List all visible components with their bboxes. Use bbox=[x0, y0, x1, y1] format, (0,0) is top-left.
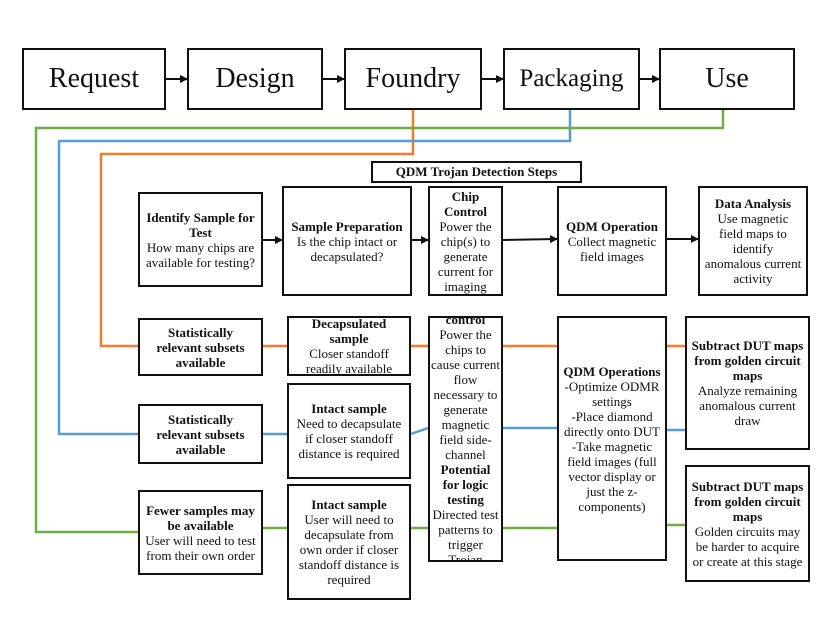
step-3-body: Power the chip(s) to generate current fo… bbox=[437, 218, 494, 294]
step-1-title: Identify Sample for Test bbox=[146, 209, 255, 240]
qdm-operation-item: -Optimize ODMR settings bbox=[564, 378, 660, 409]
step-4-body: Collect magnetic field images bbox=[567, 233, 657, 264]
packaging-samples-text: Statistically relevant subsets available bbox=[156, 411, 245, 457]
use-samples-body: User will need to test from their own or… bbox=[145, 532, 256, 563]
use-samples-title: Fewer samples may be available bbox=[146, 502, 255, 533]
design-box: Design bbox=[187, 48, 323, 110]
packaging-intact-sample-box: Intact sample Need to decapsulate if clo… bbox=[287, 383, 411, 479]
use-intact-body: User will need to decapsulate from own o… bbox=[298, 512, 400, 587]
step-qdm-operation-box: QDM Operation Collect magnetic field ima… bbox=[557, 186, 667, 296]
packaging-link-2 bbox=[410, 426, 429, 436]
analysis-box-2: Subtract DUT maps from golden circuit ma… bbox=[685, 465, 810, 582]
step-1-body: How many chips are available for testing… bbox=[145, 239, 255, 270]
analysis-2-body: Golden circuits may be harder to acquire… bbox=[692, 523, 803, 569]
chip-control-detail-box: Chip control Power the chips to cause cu… bbox=[428, 316, 503, 562]
qdm-operation-item: -Place diamond directly onto DUT bbox=[563, 408, 661, 439]
request-box: Request bbox=[22, 48, 166, 110]
analysis-1-title: Subtract DUT maps from golden circuit ma… bbox=[691, 338, 804, 383]
step-sample-preparation-box: Sample Preparation Is the chip intact or… bbox=[282, 186, 412, 296]
step-5-title: Data Analysis bbox=[714, 196, 792, 211]
qdm-operations-box: QDM Operations -Optimize ODMR settings -… bbox=[557, 316, 667, 561]
step-2-body: Is the chip intact or decapsulated? bbox=[296, 233, 398, 264]
packaging-box: Packaging bbox=[503, 48, 640, 110]
request-label: Request bbox=[48, 63, 140, 94]
packaging-samples-box: Statistically relevant subsets available bbox=[138, 404, 263, 464]
foundry-path-line bbox=[99, 110, 415, 348]
packaging-intact-title: Intact sample bbox=[311, 401, 387, 416]
step-5-body: Use magnetic field maps to identify anom… bbox=[704, 211, 802, 286]
analysis-2-title: Subtract DUT maps from golden circuit ma… bbox=[691, 478, 804, 524]
use-box: Use bbox=[659, 48, 795, 110]
use-intact-sample-box: Intact sample User will need to decapsul… bbox=[287, 484, 411, 600]
decapsulated-sample-body: Closer standoff readily available bbox=[305, 346, 393, 376]
chip-control-body: Power the chips to cause current flow ne… bbox=[431, 326, 500, 462]
chip-control-title: Chip control bbox=[445, 316, 486, 327]
analysis-box-1: Subtract DUT maps from golden circuit ma… bbox=[685, 316, 810, 450]
logic-testing-title: Potential for logic testing bbox=[440, 461, 491, 507]
logic-testing-body: Directed test patterns to trigger Trojan… bbox=[432, 506, 499, 562]
use-path-line bbox=[34, 110, 725, 534]
foundry-samples-text: Statistically relevant subsets available bbox=[156, 324, 245, 370]
foundry-samples-box: Statistically relevant subsets available bbox=[138, 318, 263, 376]
qdm-operations-title: QDM Operations bbox=[563, 363, 661, 379]
analysis-1-body: Analyze remaining anomalous current draw bbox=[697, 383, 798, 428]
packaging-path-line bbox=[57, 110, 572, 436]
use-label: Use bbox=[705, 63, 749, 94]
packaging-label: Packaging bbox=[519, 65, 624, 92]
decapsulated-sample-box: Decapsulated sample Closer standoff read… bbox=[287, 316, 411, 376]
step-4-title: QDM Operation bbox=[565, 218, 659, 234]
foundry-box: Foundry bbox=[344, 48, 482, 110]
step-data-analysis-box: Data Analysis Use magnetic field maps to… bbox=[698, 186, 808, 296]
use-intact-title: Intact sample bbox=[311, 497, 387, 512]
qdm-operation-item: -Take magnetic field images (full vector… bbox=[567, 438, 657, 514]
packaging-intact-body: Need to decapsulate if closer standoff d… bbox=[296, 416, 402, 461]
decapsulated-sample-title: Decapsulated sample bbox=[311, 316, 387, 346]
foundry-label: Foundry bbox=[365, 63, 461, 94]
step-chip-control-box: Chip Control Power the chip(s) to genera… bbox=[428, 186, 503, 296]
step-identify-sample-box: Identify Sample for Test How many chips … bbox=[138, 192, 263, 287]
step-3-title: Chip Control bbox=[443, 188, 488, 219]
steps-title: QDM Trojan Detection Steps bbox=[395, 164, 558, 179]
use-samples-box: Fewer samples may be available User will… bbox=[138, 490, 263, 575]
step-2-title: Sample Preparation bbox=[291, 218, 403, 234]
design-label: Design bbox=[215, 63, 295, 94]
arrow-step3-step4 bbox=[502, 235, 558, 244]
steps-title-box: QDM Trojan Detection Steps bbox=[371, 161, 582, 183]
